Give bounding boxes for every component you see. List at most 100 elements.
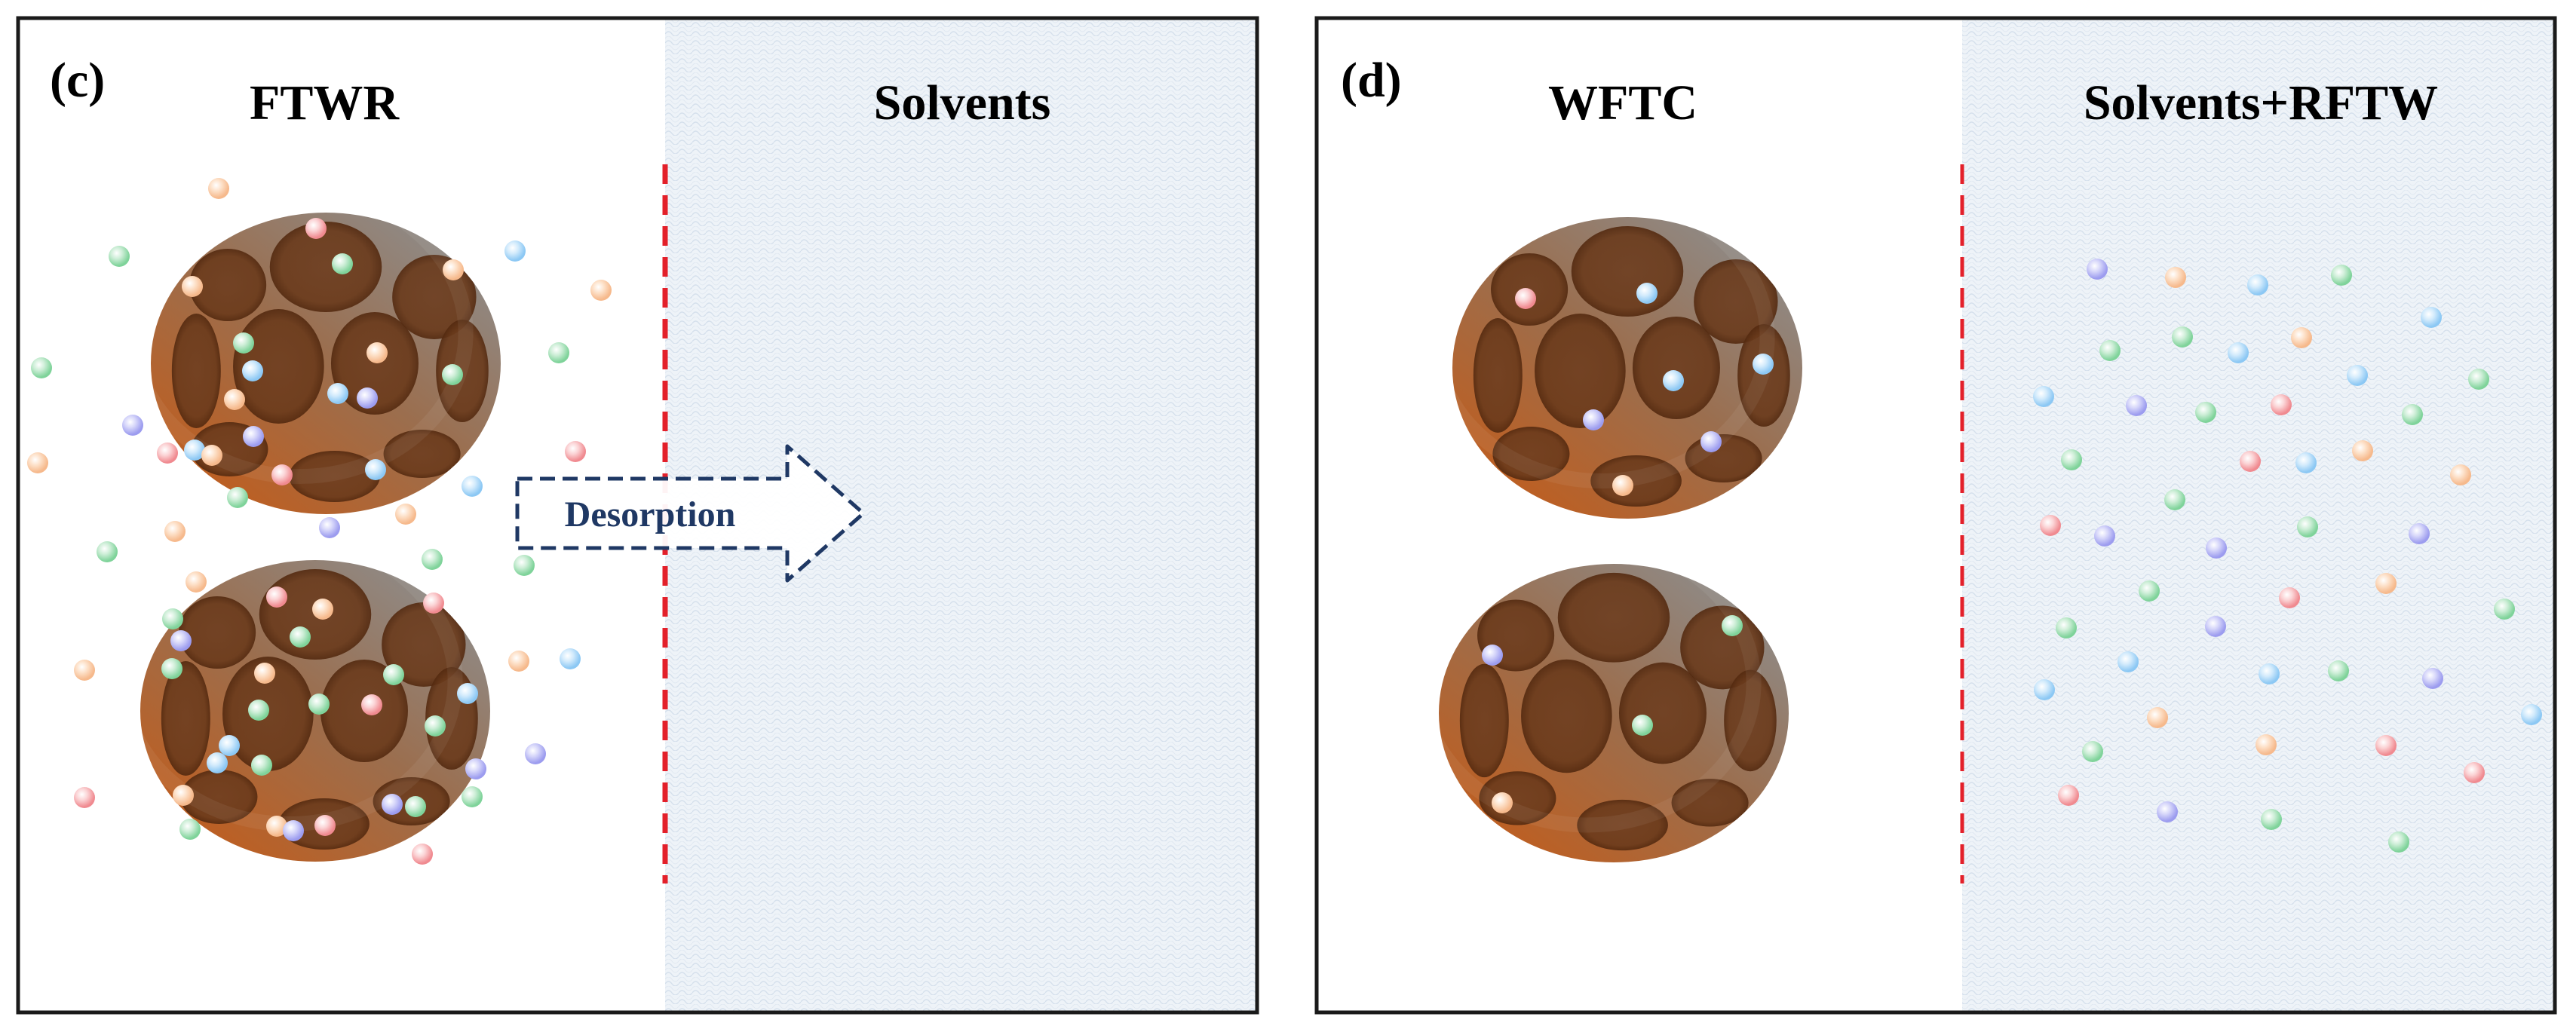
desorption-arrow-shape (515, 444, 866, 583)
molecule-green (248, 700, 269, 721)
pore (1590, 455, 1682, 507)
pore (1671, 779, 1749, 827)
pore (1618, 662, 1707, 764)
molecule-red (1515, 288, 1536, 309)
molecule-red (2240, 451, 2261, 472)
molecule-red (2279, 587, 2300, 608)
pore (233, 309, 324, 424)
molecule-orange (186, 571, 207, 593)
desorption-arrow-label: Desorption (565, 495, 736, 534)
molecule-green (1632, 715, 1653, 736)
panel-c-tag: (c) (50, 53, 105, 108)
molecule-red (2040, 515, 2061, 536)
molecule-red (2375, 735, 2397, 756)
molecule-orange (173, 785, 194, 806)
molecule-blue (560, 648, 581, 669)
panel-d-tag: (d) (1341, 53, 1402, 108)
molecule-red (266, 586, 287, 608)
molecule-orange (1612, 475, 1633, 496)
panel-d-frame (1314, 16, 2557, 1015)
molecule-blue (207, 752, 228, 773)
molecule-blue (327, 383, 348, 404)
molecule-green (442, 364, 463, 385)
panel-d-right-title: Solvents+RFTW (2084, 75, 2438, 130)
molecule-orange (2352, 440, 2373, 461)
molecule-green (97, 541, 118, 562)
molecule-violet (2409, 523, 2430, 544)
molecule-violet (1482, 645, 1503, 666)
panel-c: (c) FTWR Solvents Desorption (16, 16, 1259, 1015)
molecule-violet (2094, 525, 2115, 547)
molecule-red (2058, 785, 2079, 806)
molecule-orange (2147, 707, 2168, 728)
pore (1557, 572, 1670, 663)
molecule-green (425, 715, 446, 736)
molecule-orange (201, 445, 222, 466)
molecule-violet (2205, 616, 2226, 637)
porous-sphere (151, 213, 501, 514)
molecule-green (2494, 599, 2515, 620)
pore (171, 314, 221, 428)
molecule-red (271, 464, 293, 485)
panel-c-molecules (27, 178, 612, 865)
pore (1571, 226, 1684, 317)
molecule-orange (182, 276, 203, 297)
panel-d-spheres (1439, 217, 1802, 862)
panel-d-molecules (1482, 259, 2542, 853)
molecule-blue (1663, 370, 1684, 391)
molecule-green (179, 819, 201, 840)
panel-c-frame (16, 16, 1259, 1015)
pore (383, 430, 461, 478)
molecule-orange (164, 521, 186, 542)
molecule-violet (357, 387, 378, 409)
molecule-blue (2033, 386, 2054, 407)
molecule-blue (504, 240, 526, 262)
molecule-green (308, 694, 330, 715)
panel-c-left-title: FTWR (250, 75, 400, 130)
molecule-green (383, 664, 404, 685)
molecule-green (251, 755, 272, 776)
molecule-orange (366, 342, 388, 363)
molecule-green (2468, 369, 2489, 390)
pore (1521, 659, 1612, 773)
molecule-orange (254, 663, 275, 684)
molecule-blue (2259, 663, 2280, 684)
molecule-blue (2347, 365, 2368, 386)
molecule-orange (443, 259, 464, 280)
molecule-violet (2126, 395, 2147, 416)
pore (1737, 324, 1790, 427)
molecule-green (161, 658, 182, 679)
pore (1535, 314, 1626, 428)
molecule-blue (2421, 307, 2442, 328)
molecule-blue (462, 476, 483, 497)
pore (1459, 663, 1509, 778)
pore (179, 596, 256, 669)
molecule-red (2464, 762, 2485, 783)
molecule-orange (2375, 573, 2397, 594)
pore (1577, 799, 1668, 851)
desorption-arrow: Desorption (515, 444, 866, 583)
pore (289, 451, 380, 502)
pore (1680, 605, 1765, 690)
molecule-orange (2256, 734, 2277, 755)
molecule-blue (219, 735, 240, 756)
molecule-blue (1636, 283, 1658, 304)
pore (161, 661, 210, 776)
molecule-violet (170, 630, 192, 651)
molecule-green (2164, 489, 2185, 510)
molecule-green (514, 555, 535, 576)
molecule-orange (27, 452, 48, 473)
molecule-violet (2087, 259, 2108, 280)
porous-sphere (140, 560, 490, 862)
molecule-green (31, 357, 52, 378)
molecule-green (2056, 617, 2077, 638)
molecule-blue (1753, 354, 1774, 375)
molecule-orange (312, 599, 333, 620)
molecule-green (2402, 404, 2423, 425)
molecule-green (2328, 660, 2349, 681)
pore (1473, 318, 1523, 433)
porous-sphere (1452, 217, 1802, 519)
molecule-green (109, 246, 130, 267)
molecule-red (2271, 394, 2292, 415)
molecule-green (2331, 265, 2352, 286)
